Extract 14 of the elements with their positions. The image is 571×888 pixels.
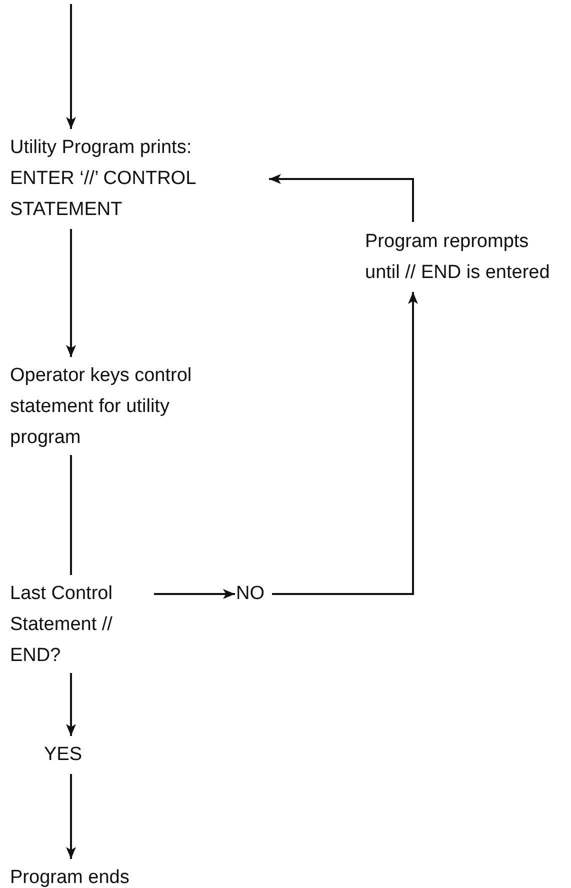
decision-text: Last Control Statement // END?: [10, 582, 114, 668]
process-text: Operator keys control statement for utility program: [10, 364, 193, 450]
process-text: Program reprompts until // END is entered: [365, 230, 551, 285]
arrow: [66, 4, 76, 129]
arrow: [272, 292, 418, 595]
arrow: [66, 673, 76, 736]
arrow: [269, 174, 414, 222]
end-text: Program ends: [10, 866, 130, 888]
branch-label: YES: [44, 743, 84, 767]
arrow: [154, 589, 235, 599]
arrow: [66, 774, 76, 859]
arrow: [66, 229, 76, 357]
branch-label: NO: [236, 582, 266, 606]
process-text: Utility Program prints: ENTER ‘//’ CONTROL STATEMENT: [10, 136, 196, 222]
